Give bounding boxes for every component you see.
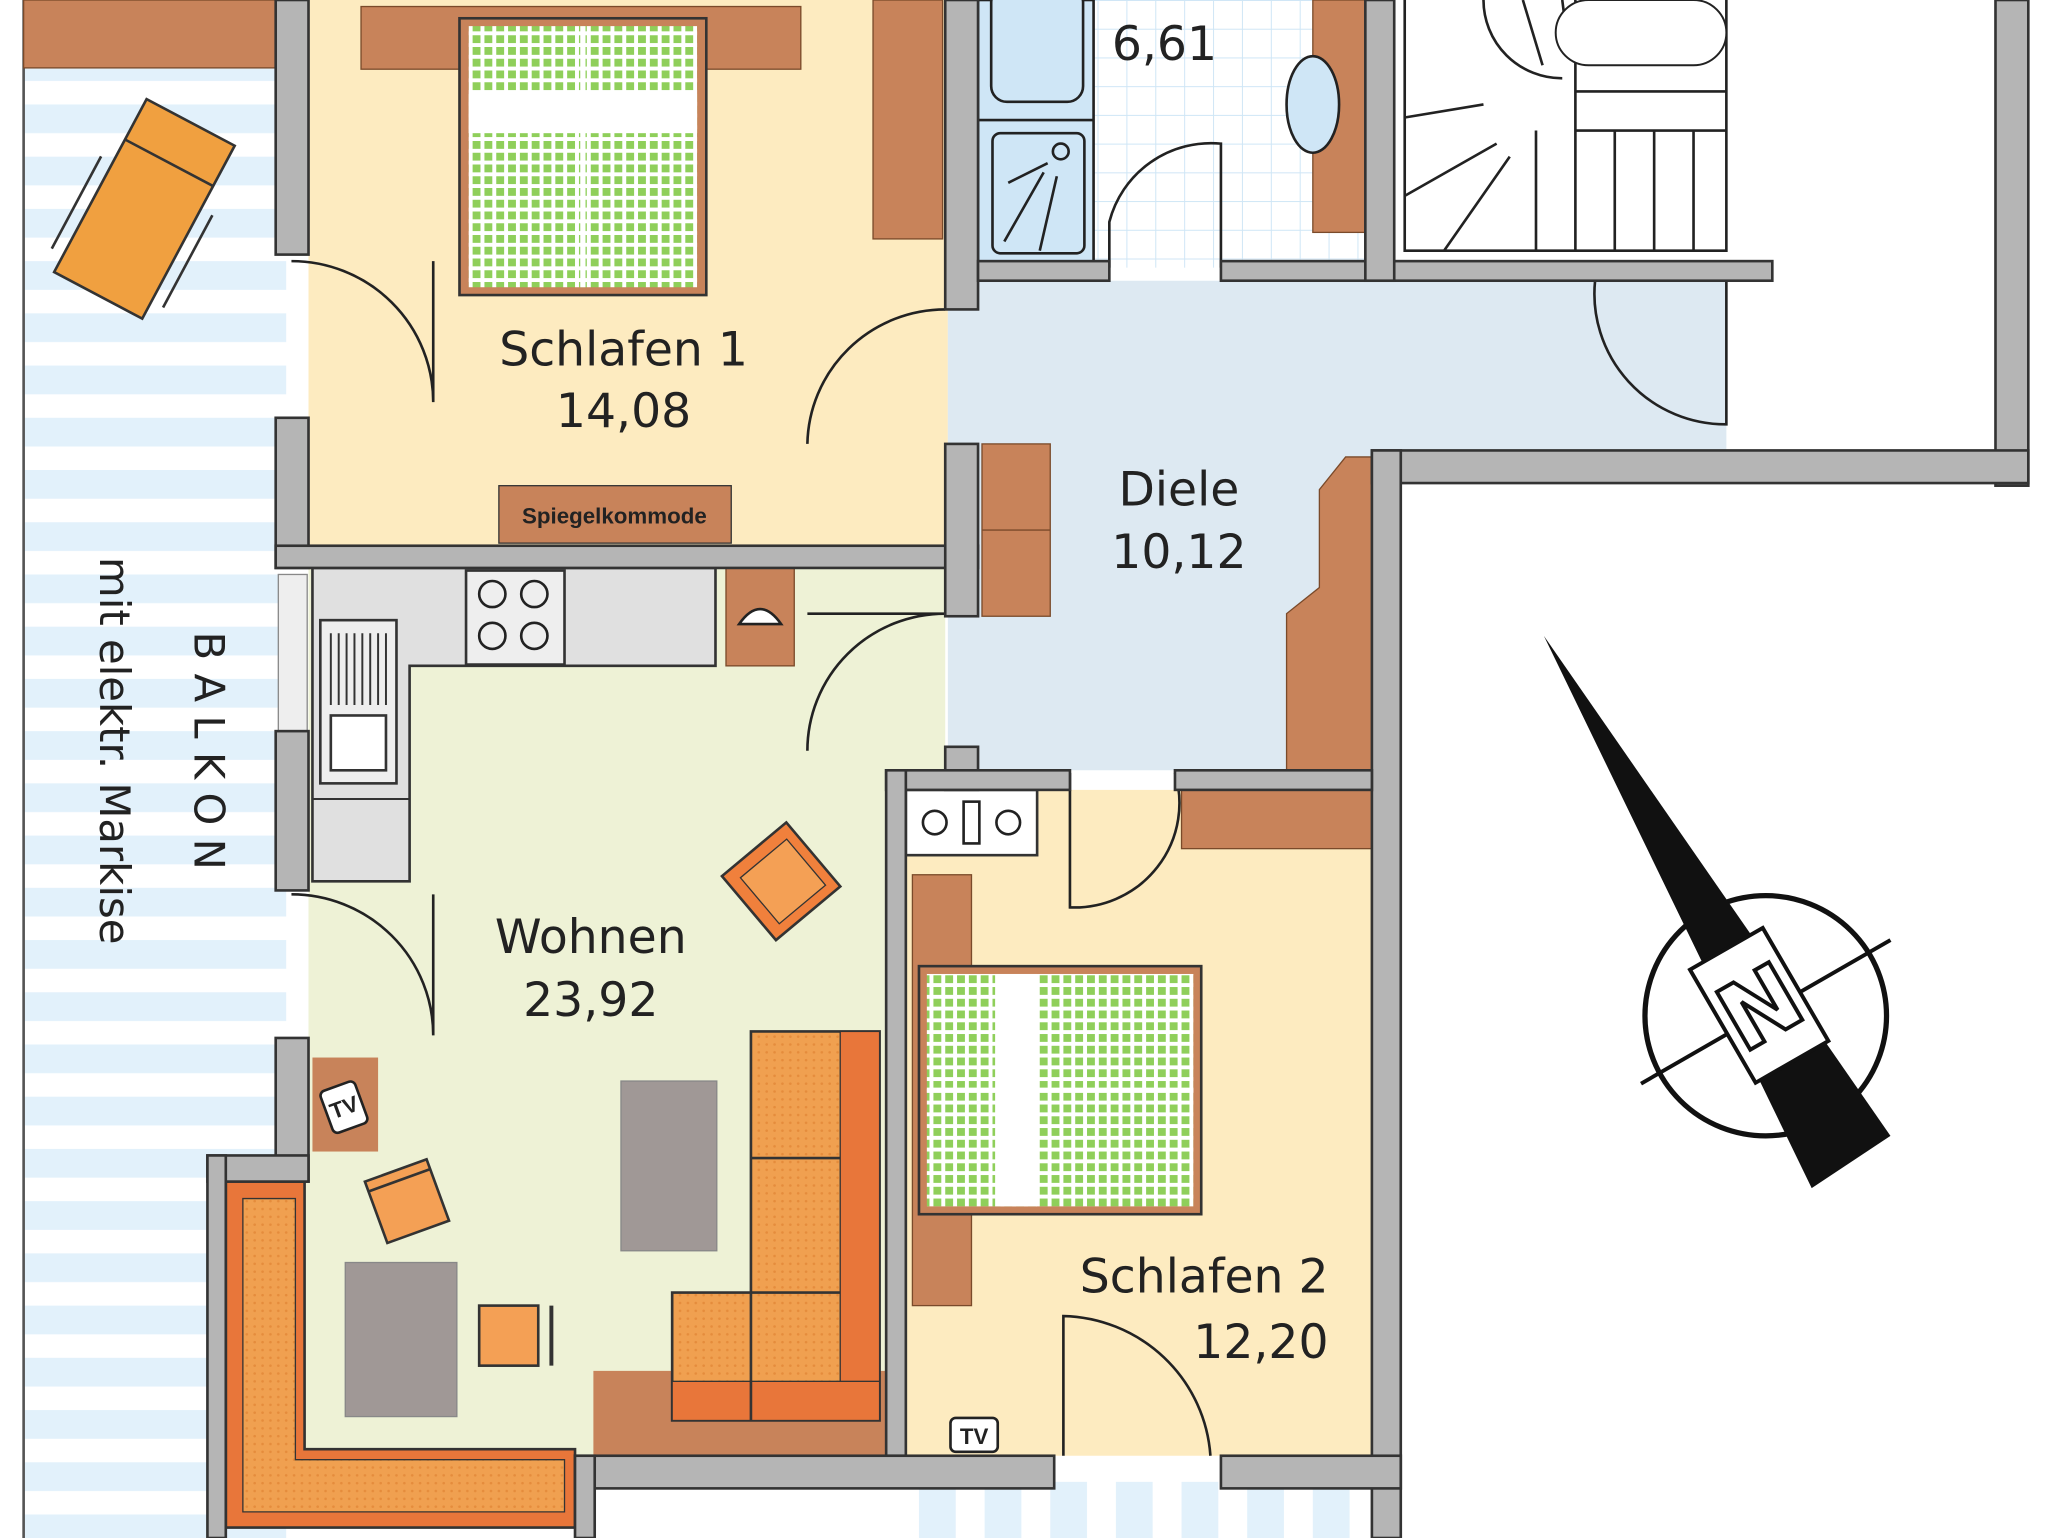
shower-icon [991,131,1086,255]
spiegelkommode-label: Spiegelkommode [522,504,707,529]
sofa [593,1030,887,1456]
phone-icon [736,607,784,626]
room-name: Diele [1119,462,1240,517]
room-diele: Diele 10,12 [947,280,1728,771]
balcony-title: B A L K O N [184,632,233,870]
bathtub [989,0,1085,104]
spiegelkommode [498,485,732,544]
wardrobe [1180,789,1373,850]
room-area: 12,20 [1193,1315,1328,1370]
double-bed [458,16,708,297]
chair [477,1304,554,1367]
kitchenette [904,788,1039,857]
balcony-subtitle: mit elektr. Markise [90,557,139,944]
corner-sofa [224,1180,577,1529]
tv-icon: TV [949,1416,1000,1454]
room-name: Schlafen 2 [1080,1250,1329,1305]
bottom-balcony [899,1481,1372,1538]
walls [206,0,2030,1538]
room-wohnen: TV Wohnen 23,92 [224,566,946,1529]
double-bed [917,964,1203,1216]
rug [620,1080,718,1252]
tv-label: TV [960,1424,989,1449]
rug [344,1261,458,1418]
room-schlafen-2: TV Schlafen 2 12,20 [904,772,1373,1456]
room-area: 6,61 [1112,17,1217,72]
armchair [720,820,843,942]
lounge-chair [50,97,237,321]
room-area: 23,92 [523,973,658,1028]
staircase [1394,0,1728,252]
compass-north-arrow: N [1543,635,1892,1189]
stove-icon [464,569,566,666]
chair [363,1157,451,1245]
room-bad: 6,61 [976,0,1366,269]
room-name: Schlafen 1 [499,323,748,378]
room-area: 14,08 [556,384,691,439]
washbasin [1285,54,1341,155]
room-schlafen-1: Spiegelkommode Schlafen 1 14,08 [291,0,948,546]
wardrobe [872,0,944,240]
room-name: Wohnen [495,910,687,965]
sink-icon [319,618,398,785]
tv-icon: TV [319,1080,369,1135]
balcony: B A L K O N mit elektr. Markise [22,0,287,1538]
room-area: 10,12 [1111,525,1246,580]
